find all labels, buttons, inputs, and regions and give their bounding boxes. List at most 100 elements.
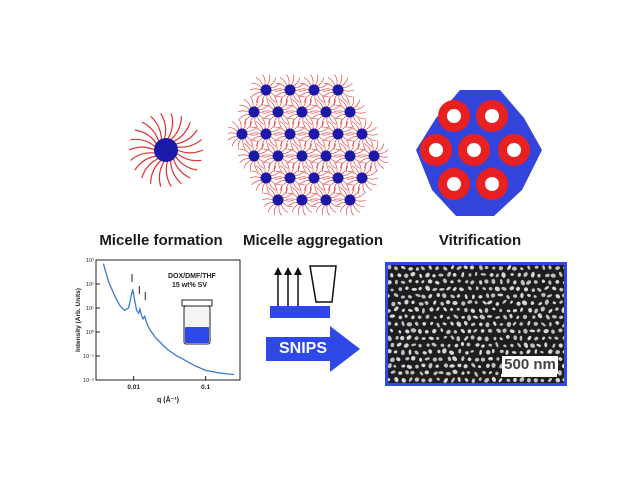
polymer-chain — [280, 143, 289, 153]
polymer-chain — [316, 137, 325, 147]
micelle-core — [356, 128, 368, 140]
polymer-chain — [303, 165, 312, 175]
polymer-chain — [323, 135, 334, 142]
polymer-chain — [376, 143, 385, 153]
polymer-chain — [347, 135, 358, 142]
x-tick-label: 0.01 — [127, 384, 140, 391]
polymer-chain — [134, 155, 157, 171]
polymer-chain — [363, 159, 372, 169]
polymer-chain — [316, 165, 325, 175]
polymer-chain — [306, 114, 317, 120]
polymer-chain — [287, 104, 298, 110]
vial-icon — [181, 299, 213, 345]
polymer-chain — [244, 121, 253, 131]
plot-annotation-concentration: 15 wt% SV — [172, 282, 207, 289]
polymer-chain — [279, 181, 288, 191]
polymer-chain — [347, 179, 358, 186]
polymer-chain — [311, 157, 322, 164]
micelle-core — [344, 106, 356, 118]
polymer-chain — [354, 155, 367, 158]
polymer-chain — [237, 154, 250, 157]
aggregated-micelle — [249, 118, 283, 150]
polymer-chain — [268, 121, 277, 131]
polymer-chain — [362, 118, 367, 130]
micelle-core — [248, 106, 260, 118]
micelle-core — [308, 128, 320, 140]
polymer-chain — [279, 165, 288, 175]
polymer-chain — [306, 155, 319, 158]
polymer-chain — [299, 91, 310, 98]
micelle-core — [284, 128, 296, 140]
polymer-chain — [268, 137, 277, 147]
polymer-chain — [231, 121, 240, 131]
polymer-chain — [369, 160, 374, 172]
polymer-chain — [292, 77, 301, 87]
polymer-chain — [263, 113, 274, 120]
polymer-chain — [261, 110, 274, 113]
polymer-chain — [334, 162, 338, 174]
polymer-chain — [304, 159, 313, 169]
polymer-chain — [327, 137, 336, 147]
polymer-chain — [268, 165, 277, 175]
polymer-chain — [347, 170, 358, 176]
polymer-chain — [334, 74, 338, 86]
polymer-chain — [258, 114, 269, 120]
micelle-corona — [128, 113, 204, 187]
polymer-chain — [282, 155, 295, 158]
polymer-chain — [323, 82, 334, 88]
polymer-chain — [304, 187, 313, 197]
polymer-chain — [268, 77, 277, 87]
polymer-chain — [280, 187, 289, 197]
polymer-chain — [298, 184, 302, 196]
polymer-chain — [279, 121, 288, 131]
aggregated-micelle — [309, 184, 343, 216]
polymer-chain — [374, 160, 378, 172]
micelle-core — [272, 150, 284, 162]
polymer-chain — [176, 152, 202, 162]
polymer-chain — [268, 93, 277, 103]
polymer-chain — [314, 138, 318, 150]
polymer-chain — [321, 116, 326, 128]
polymer-chain — [267, 99, 276, 109]
micelle-core — [284, 172, 296, 184]
polymer-chain — [249, 160, 254, 172]
polymer-chain — [270, 180, 281, 186]
polymer-chain — [333, 182, 338, 194]
polymer-chain — [354, 104, 365, 111]
plot-xlabel: q (Å⁻¹) — [157, 395, 179, 404]
aggregated-micelle — [297, 118, 331, 150]
polymer-chain — [340, 181, 349, 191]
polymer-chain — [266, 118, 271, 130]
polymer-chain — [239, 104, 250, 110]
polymer-chain — [292, 93, 301, 103]
polymer-chain — [354, 111, 367, 114]
micelle-core — [284, 84, 296, 96]
polymer-chain — [366, 133, 379, 136]
polymer-chain — [345, 204, 350, 216]
polymer-chain — [243, 115, 252, 125]
polymer-chain — [311, 192, 322, 198]
polymer-chain — [165, 160, 172, 187]
polymer-chain — [279, 93, 288, 103]
polymer-chain — [261, 154, 274, 157]
polymer-chain — [350, 204, 354, 216]
polymer-chain — [378, 149, 388, 155]
aggregated-micelle — [249, 74, 283, 106]
polymer-chain — [328, 99, 337, 109]
polymer-chain — [287, 201, 298, 208]
polymer-chain — [333, 110, 346, 113]
polymer-chain — [266, 74, 271, 86]
polymer-chain — [267, 115, 276, 125]
polymer-chain — [256, 115, 265, 125]
polymer-chain — [299, 135, 310, 142]
aggregated-micelle — [333, 140, 367, 172]
polymer-chain — [322, 140, 326, 152]
polymer-chain — [315, 115, 324, 125]
polymer-chain — [278, 184, 283, 196]
polymer-chain — [255, 93, 264, 103]
polymer-chain — [363, 143, 372, 153]
cast-film — [270, 306, 330, 318]
polymer-chain — [338, 74, 343, 86]
polymer-chain — [302, 96, 307, 108]
polymer-chain — [268, 181, 277, 191]
